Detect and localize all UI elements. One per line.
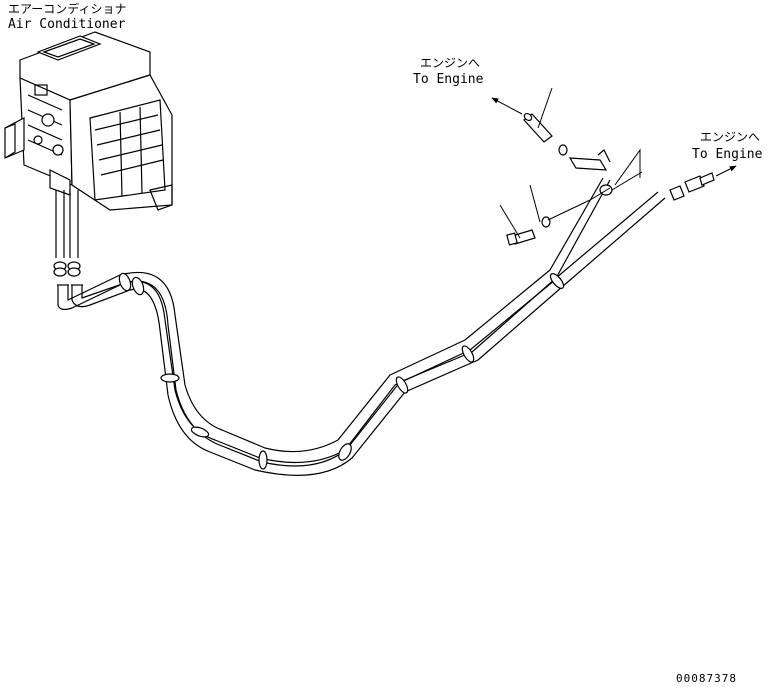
- to-engine-right-label-jp: エンジンへ: [700, 130, 761, 144]
- drawing-number: 00087378: [676, 672, 737, 685]
- to-engine-right-label-en: To Engine: [692, 147, 763, 162]
- to-engine-top-label-jp: エンジンへ: [420, 56, 481, 70]
- to-engine-top-label-en: To Engine: [413, 72, 484, 87]
- engine-connectors: [506, 112, 715, 246]
- air-conditioner-unit: [4, 31, 173, 211]
- air-conditioner-label-jp: エアーコンディショナ: [8, 2, 127, 16]
- air-conditioner-label-en: Air Conditioner: [8, 17, 126, 32]
- direction-arrows: [491, 97, 737, 177]
- leader-lines: [499, 87, 643, 239]
- hose-fittings-left: [53, 261, 81, 277]
- ac-outlet-pipes: [55, 190, 79, 258]
- heater-hoses: [57, 177, 666, 476]
